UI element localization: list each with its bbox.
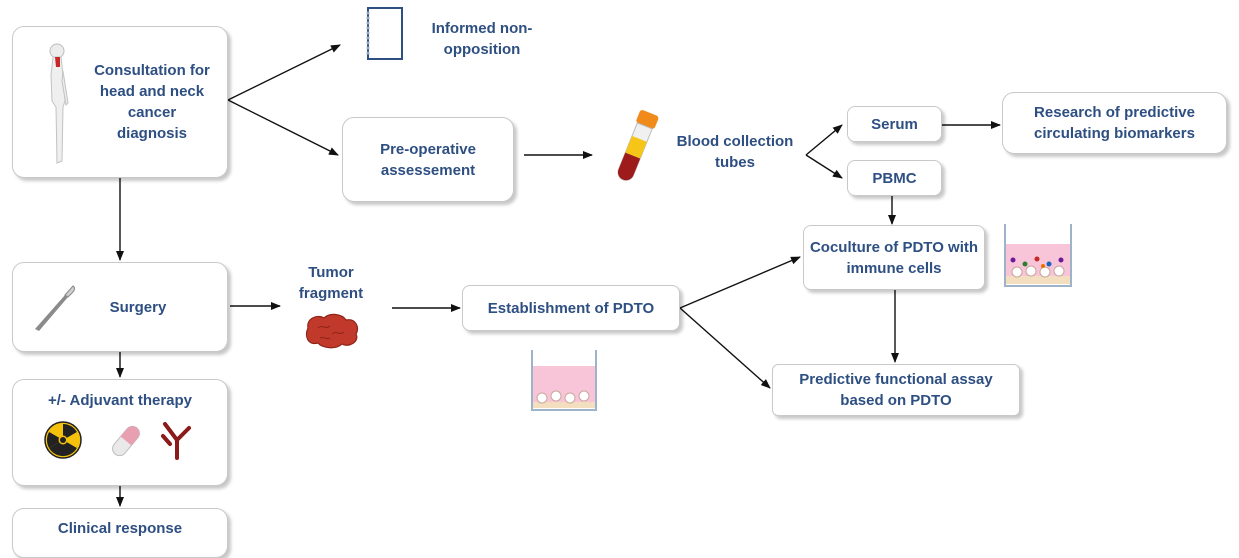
- serum-label: Serum: [871, 115, 918, 133]
- adjuvant-label: +/- Adjuvant therapy: [47, 392, 193, 409]
- surgery-label: Surgery: [109, 298, 167, 316]
- culture-well-icon: [1004, 224, 1072, 287]
- arrow-consultation-informed: [227, 44, 341, 101]
- adjuvant-box: +/- Adjuvant therapy: [12, 379, 228, 486]
- arrow-establishment-coculture: [679, 256, 801, 309]
- establishment-label: Establishment of PDTO: [487, 299, 655, 317]
- research-box: Research of predictive circulating bioma…: [1002, 92, 1227, 154]
- consultation-box: Consultation for head and neck cancer di…: [12, 26, 228, 178]
- informed-label: Informed non-opposition: [431, 20, 533, 58]
- consultation-label: Consultation for head and neck cancer di…: [94, 62, 210, 142]
- antibody-icon: [161, 422, 191, 460]
- arrow-blood-pbmc: [805, 154, 843, 179]
- pill-icon: [112, 425, 140, 457]
- tumor-fragment-icon: [305, 313, 359, 349]
- arrow-blood-serum: [805, 124, 843, 156]
- tumor-label: Tumor fragment: [298, 264, 364, 302]
- coculture-box: Coculture of PDTO with immune cells: [803, 225, 985, 290]
- preop-label: Pre-operative assessement: [380, 140, 476, 179]
- establishment-box: Establishment of PDTO: [462, 285, 680, 331]
- notebook-icon: [366, 7, 403, 60]
- predictive-box: Predictive functional assay based on PDT…: [772, 364, 1020, 416]
- clinical-label: Clinical response: [57, 519, 183, 537]
- pbmc-box: PBMC: [847, 160, 942, 196]
- human-figure-icon: [49, 43, 69, 164]
- arrow-establishment-predictive: [679, 307, 771, 389]
- pbmc-label: PBMC: [872, 169, 917, 187]
- clinical-box: Clinical response: [12, 508, 228, 558]
- surgery-box: Surgery: [12, 262, 228, 352]
- culture-well-icon: [531, 350, 597, 411]
- preop-box: Pre-operative assessement: [342, 117, 514, 202]
- blood-label: Blood collection tubes: [676, 133, 794, 171]
- radiation-icon: [44, 421, 82, 459]
- blood-tube-icon: [617, 110, 659, 181]
- coculture-label: Coculture of PDTO with immune cells: [809, 238, 979, 277]
- serum-box: Serum: [847, 106, 942, 142]
- predictive-label: Predictive functional assay based on PDT…: [799, 371, 993, 409]
- arrow-consultation-preop: [227, 99, 339, 156]
- research-label: Research of predictive circulating bioma…: [1034, 104, 1195, 142]
- scalpel-icon: [35, 285, 75, 331]
